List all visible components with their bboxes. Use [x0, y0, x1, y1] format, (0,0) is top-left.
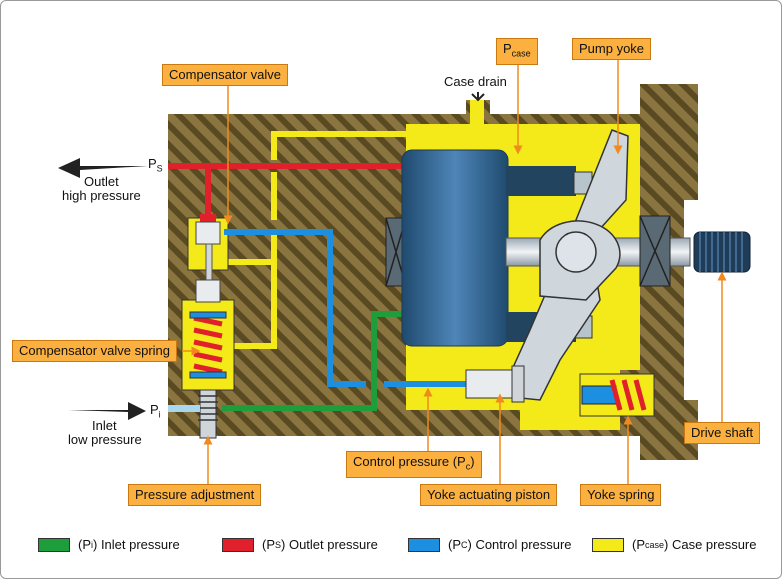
- pi-text: Pi: [150, 402, 161, 420]
- compensator-valve-body: [181, 214, 235, 439]
- inlet-arrow: [68, 402, 146, 420]
- legend-swatch-inlet: [38, 537, 70, 552]
- inlet-text: Inlet: [92, 418, 117, 433]
- inlet-port: [168, 405, 200, 412]
- control-pressure-label: Control pressure (Pc): [346, 451, 482, 478]
- p-case-label: Pcase: [496, 38, 538, 65]
- outlet-arrow: [58, 158, 148, 178]
- pump-yoke-label: Pump yoke: [572, 38, 652, 60]
- case-drain-text: Case drain: [444, 74, 507, 89]
- yoke-spring-part: [579, 373, 655, 417]
- outlet-text: Outlet: [84, 174, 119, 189]
- pressure-adjustment-label: Pressure adjustment: [128, 484, 262, 506]
- legend-swatch-outlet: [222, 537, 254, 552]
- callout-leaders: [182, 58, 727, 486]
- legend-swatch-control: [408, 537, 440, 552]
- outlet-high-pressure-text: high pressure: [62, 188, 141, 203]
- pump-yoke: [498, 129, 629, 401]
- legend-swatch-case: [592, 537, 624, 552]
- yoke-actuating-piston-label: Yoke actuating piston: [420, 484, 558, 506]
- outlet-pressure-line: [168, 163, 406, 214]
- inlet-pressure-line: [222, 311, 406, 411]
- yoke-spring-label: Yoke spring: [580, 484, 662, 506]
- case-drain-arrow: [471, 92, 485, 102]
- compensator-valve-label: Compensator valve: [162, 64, 288, 86]
- inlet-low-pressure-text: low pressure: [68, 432, 142, 447]
- case-pressure-lines: [222, 131, 406, 349]
- yoke-actuating-piston: [465, 365, 525, 403]
- cylinder-barrel: [385, 149, 509, 347]
- ps-text: PS: [148, 156, 163, 174]
- compensator-valve-spring-label: Compensator valve spring: [12, 340, 178, 362]
- control-pressure-line: [224, 229, 470, 387]
- drive-shaft-label: Drive shaft: [684, 422, 761, 444]
